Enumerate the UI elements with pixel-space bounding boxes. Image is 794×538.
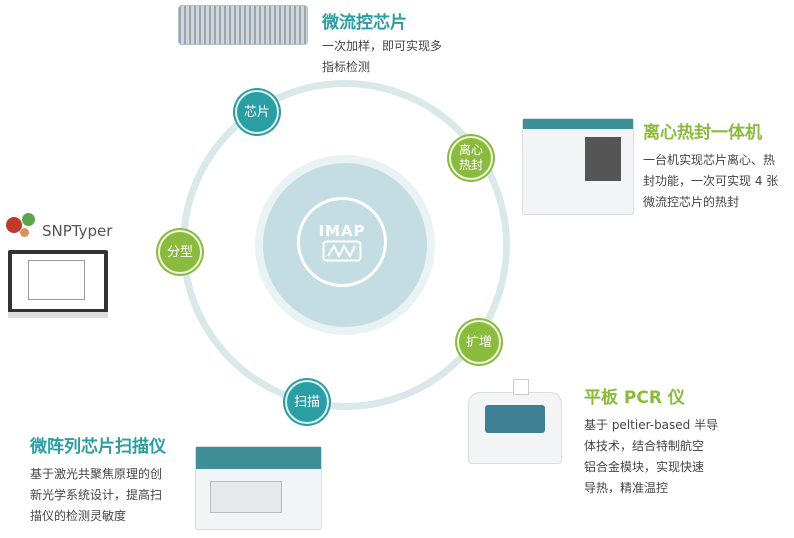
node-label: 扩增: [465, 334, 492, 350]
desc-line: 一次加样，即可实现多: [322, 39, 443, 53]
desc-line: 铝合金模块，实现快速: [584, 460, 705, 474]
sealer-image: [522, 118, 634, 215]
node-scanning: 扫描: [283, 378, 331, 426]
node-amplification: 扩增: [455, 318, 503, 366]
pcr-desc: 基于 peltier-based 半导 体技术，结合特制航空 铝合金模块，实现快…: [584, 415, 718, 499]
desc-line: 基于 peltier-based 半导: [584, 418, 719, 432]
desc-line: 体技术，结合特制航空: [584, 439, 705, 453]
scanner-title: 微阵列芯片扫描仪: [30, 437, 166, 457]
sealer-title: 离心热封一体机: [643, 123, 762, 143]
desc-line: 微流控芯片的热封: [643, 195, 740, 209]
waveform-icon: [322, 240, 362, 262]
node-label: 分型: [166, 244, 193, 260]
node-label: 离心热封: [458, 143, 483, 172]
desc-line: 导热，精准温控: [584, 481, 669, 495]
desc-line: 指标检测: [322, 60, 371, 74]
node-sealing: 离心热封: [447, 134, 495, 182]
node-chip: 芯片: [233, 88, 281, 136]
imap-label: IMAP: [318, 222, 366, 240]
node-label: 芯片: [243, 104, 270, 120]
monitor-stand: [8, 312, 108, 318]
scanner-desc: 基于激光共聚焦原理的创 新光学系统设计，提高扫 描仪的检测灵敏度: [30, 464, 162, 527]
node-label: 扫描: [293, 394, 320, 410]
snptyper-title: SNPTyper: [42, 222, 113, 240]
imap-badge: IMAP: [297, 197, 387, 287]
desc-line: 封功能，一次可实现 4 张: [643, 174, 779, 188]
microfluidic-chip-image: [178, 5, 308, 45]
desc-line: 基于激光共聚焦原理的创: [30, 467, 163, 481]
chip-title: 微流控芯片: [322, 13, 407, 33]
chip-desc: 一次加样，即可实现多 指标检测: [322, 36, 442, 78]
pcr-image: [468, 379, 562, 464]
node-typing: 分型: [156, 228, 204, 276]
desc-line: 描仪的检测灵敏度: [30, 509, 127, 523]
sealer-desc: 一台机实现芯片离心、热 封功能，一次可实现 4 张 微流控芯片的热封: [643, 150, 778, 213]
scanner-image: [195, 446, 322, 530]
desc-line: 一台机实现芯片离心、热: [643, 153, 776, 167]
desc-line: 新光学系统设计，提高扫: [30, 488, 163, 502]
pcr-title: 平板 PCR 仪: [584, 388, 685, 408]
monitor-image: [8, 250, 108, 313]
